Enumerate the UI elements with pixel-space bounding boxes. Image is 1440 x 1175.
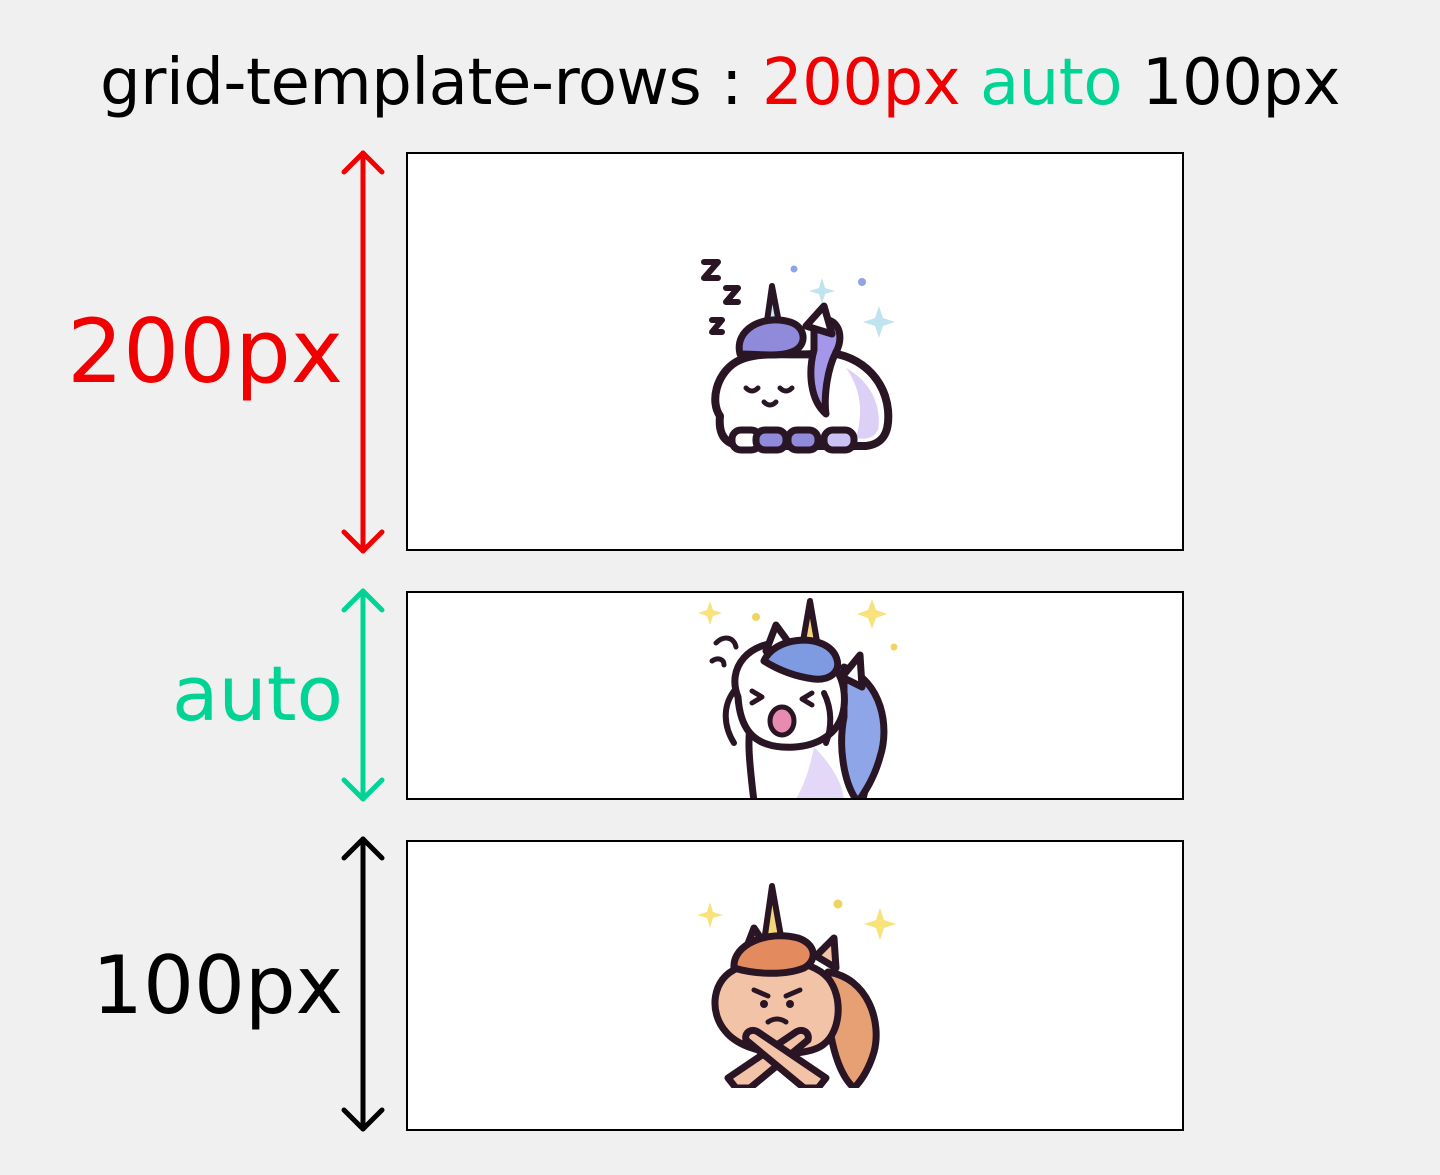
angry-unicorn-icon	[698, 883, 896, 1088]
row-label-3: 100px	[92, 939, 343, 1032]
row-label-1: 200px	[67, 300, 343, 403]
title-value-3: 100px	[1141, 46, 1341, 120]
title-value-2: auto	[979, 46, 1123, 120]
row-arrow-1	[341, 150, 385, 554]
row-label-2: auto	[171, 649, 343, 738]
title-property: grid-template-rows :	[100, 46, 743, 120]
row-arrow-2	[341, 588, 385, 802]
title-value-1: 200px	[761, 46, 961, 120]
grid-row-box-2	[406, 591, 1184, 800]
sleeping-unicorn-icon	[701, 259, 895, 454]
crying-unicorn-icon	[698, 598, 898, 798]
grid-row-box-3	[406, 840, 1184, 1131]
diagram-title: grid-template-rows : 200px auto 100px	[0, 38, 1440, 128]
row-arrow-3	[341, 836, 385, 1132]
grid-row-box-1	[406, 152, 1184, 551]
